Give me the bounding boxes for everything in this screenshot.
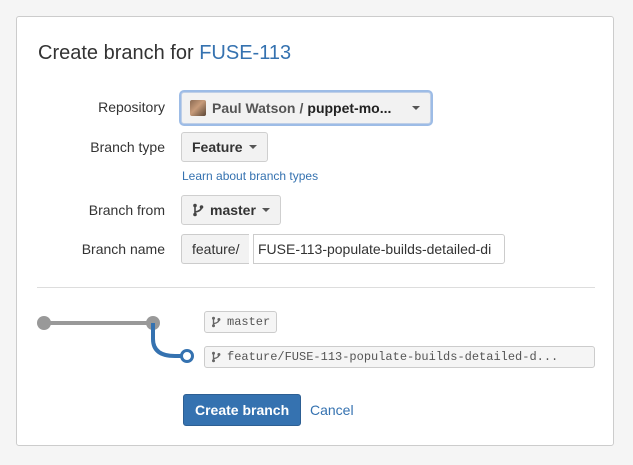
dialog-title: Create branch for FUSE-113: [38, 42, 291, 65]
chevron-down-icon: [261, 208, 270, 212]
divider: [37, 287, 595, 288]
create-branch-button[interactable]: Create branch: [183, 394, 302, 426]
branch-diagram: [37, 316, 194, 363]
branch-icon: [212, 351, 221, 363]
repository-name: puppet-mo...: [307, 100, 392, 116]
branch-name-input[interactable]: [253, 234, 505, 264]
diagram-master-start-node: [37, 316, 51, 330]
branch-from-label: Branch from: [88, 202, 165, 218]
branch-from-value: master: [210, 202, 256, 218]
branch-type-label: Branch type: [90, 139, 165, 155]
cancel-link[interactable]: Cancel: [310, 402, 354, 418]
branch-prefix: feature/: [181, 234, 250, 264]
diagram-feature-curve: [151, 323, 182, 358]
repository-separator: /: [299, 100, 304, 116]
source-branch-tag: master: [204, 311, 278, 333]
learn-branch-types-link[interactable]: Learn about branch types: [182, 169, 319, 183]
new-branch-name: feature/FUSE-113-populate-builds-detaile…: [227, 350, 559, 364]
branch-name-label: Branch name: [81, 241, 165, 257]
branch-icon: [212, 316, 221, 328]
chevron-down-icon: [412, 106, 420, 110]
avatar: [190, 100, 206, 116]
repository-select[interactable]: Paul Watson / puppet-mo...: [181, 92, 431, 124]
create-branch-dialog: Create branch for FUSE-113 Repository Pa…: [16, 16, 614, 446]
new-branch-tag: feature/FUSE-113-populate-builds-detaile…: [204, 346, 595, 368]
diagram-feature-node: [180, 349, 194, 363]
branch-type-value: Feature: [192, 139, 243, 155]
branch-icon: [193, 203, 204, 217]
title-text: Create branch for: [38, 42, 194, 64]
source-branch-name: master: [227, 315, 271, 329]
branch-type-select[interactable]: Feature: [181, 132, 268, 162]
chevron-down-icon: [248, 145, 257, 149]
repository-owner: Paul Watson: [212, 100, 296, 116]
issue-key-link[interactable]: FUSE-113: [199, 42, 292, 64]
repository-label: Repository: [98, 99, 165, 115]
branch-from-select[interactable]: master: [181, 195, 281, 225]
